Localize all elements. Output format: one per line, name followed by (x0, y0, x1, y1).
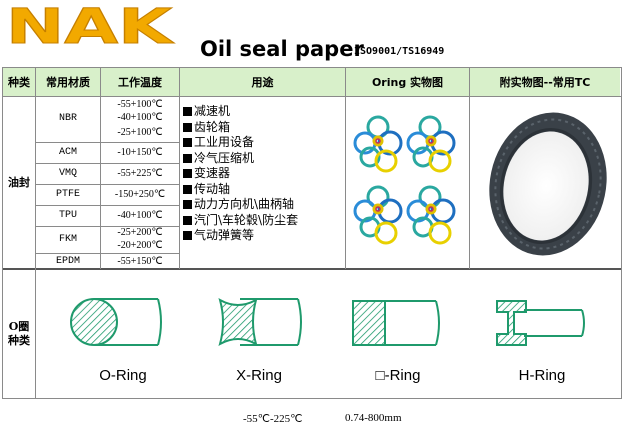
column-divider (35, 67, 36, 399)
section-divider (2, 268, 622, 270)
header-category: 种类 (3, 68, 35, 96)
material-fkm: FKM (58, 234, 77, 245)
temp-fkm-2: -20+200℃ (117, 240, 163, 251)
table-border-bottom (2, 398, 622, 399)
usage-item: 工业用设备 (183, 135, 298, 151)
material-ptfe: PTFE (55, 189, 80, 200)
h-ring-diagram (496, 300, 585, 346)
o-ring-diagram (70, 298, 162, 346)
square-ring-diagram (352, 300, 440, 346)
row-divider (36, 142, 179, 143)
certification-label: ISO9001/TS16949 (354, 46, 445, 57)
x-ring-diagram (218, 297, 302, 347)
nak-logo: NAK (6, 6, 175, 46)
header-divider (2, 96, 622, 97)
header-tc-photo: 附实物图--常用TC (470, 68, 620, 96)
usage-item: 变速器 (183, 166, 298, 182)
header-oring-photo: Oring 实物图 (346, 68, 469, 96)
oring-photo (353, 115, 456, 245)
usage-item: 汽门\车轮毂\防尘套 (183, 213, 298, 229)
table-border-top (2, 67, 622, 68)
row-divider (36, 226, 179, 227)
temp-vmq: -55+225℃ (117, 168, 163, 179)
temp-epdm: -55+150℃ (117, 256, 163, 267)
material-epdm: EPDM (55, 256, 80, 267)
row-divider (36, 253, 179, 254)
column-divider (469, 67, 470, 269)
table-border-right (621, 67, 622, 399)
temp-acm: -10+150℃ (117, 147, 163, 158)
square-ring-label: □-Ring (375, 367, 421, 384)
header-usage: 用途 (180, 68, 345, 96)
o-ring-label: O-Ring (99, 367, 147, 384)
material-nbr: NBR (58, 113, 77, 124)
header-material: 常用材质 (36, 68, 100, 96)
column-divider (179, 67, 180, 269)
x-ring-label: X-Ring (236, 367, 282, 384)
material-tpu: TPU (58, 210, 77, 221)
temp-nbr-1: -55+100℃ (117, 99, 163, 110)
usage-item: 气动弹簧等 (183, 228, 298, 244)
table-border-left (2, 67, 3, 399)
material-vmq: VMQ (58, 168, 77, 179)
temp-fkm-1: -25+200℃ (117, 227, 163, 238)
usage-item: 传动轴 (183, 182, 298, 198)
column-divider (100, 67, 101, 269)
usage-list: 减速机 齿轮箱 工业用设备 冷气压缩机 变速器 传动轴 动力方向机\曲柄轴 汽门… (183, 104, 298, 244)
column-divider (345, 67, 346, 269)
temp-nbr-3: -25+100℃ (117, 127, 163, 138)
row-divider (36, 184, 179, 185)
oring-types-label: O圈种类 (8, 320, 30, 347)
footer-temperature-range: -55℃-225℃ (243, 413, 303, 425)
row-divider (36, 205, 179, 206)
temp-tpu: -40+100℃ (117, 210, 163, 221)
tc-seal-photo (472, 98, 619, 268)
usage-item: 动力方向机\曲柄轴 (183, 197, 298, 213)
temp-nbr-2: -40+100℃ (117, 112, 163, 123)
temp-ptfe: -150+250℃ (114, 189, 166, 200)
header-temperature: 工作温度 (101, 68, 179, 96)
category-oil-seal: 油封 (8, 176, 30, 189)
usage-item: 齿轮箱 (183, 120, 298, 136)
document-title: Oil seal paper (200, 37, 364, 61)
footer-size-range: 0.74-800mm (345, 412, 402, 424)
row-divider (36, 163, 179, 164)
h-ring-label: H-Ring (518, 367, 566, 384)
usage-item: 减速机 (183, 104, 298, 120)
material-acm: ACM (58, 147, 77, 158)
usage-item: 冷气压缩机 (183, 151, 298, 167)
svg-text:NAK: NAK (6, 6, 175, 46)
